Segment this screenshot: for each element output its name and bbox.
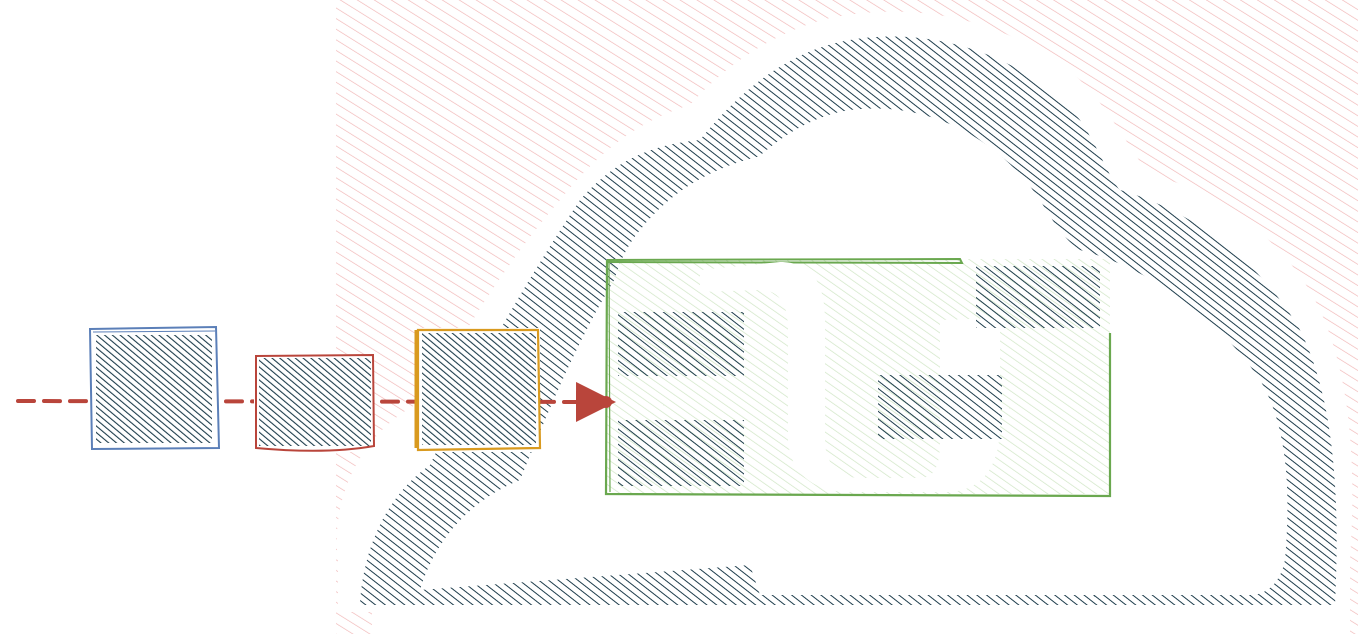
node-red bbox=[254, 353, 376, 452]
block-right-top bbox=[976, 266, 1100, 328]
block-right-middle bbox=[878, 375, 1002, 439]
block-left-top bbox=[618, 312, 744, 376]
node-blue bbox=[88, 325, 221, 451]
connector-end-dot bbox=[600, 396, 612, 408]
target-blocks bbox=[618, 266, 1100, 486]
node-orange bbox=[414, 328, 542, 452]
block-left-bottom bbox=[618, 420, 744, 486]
